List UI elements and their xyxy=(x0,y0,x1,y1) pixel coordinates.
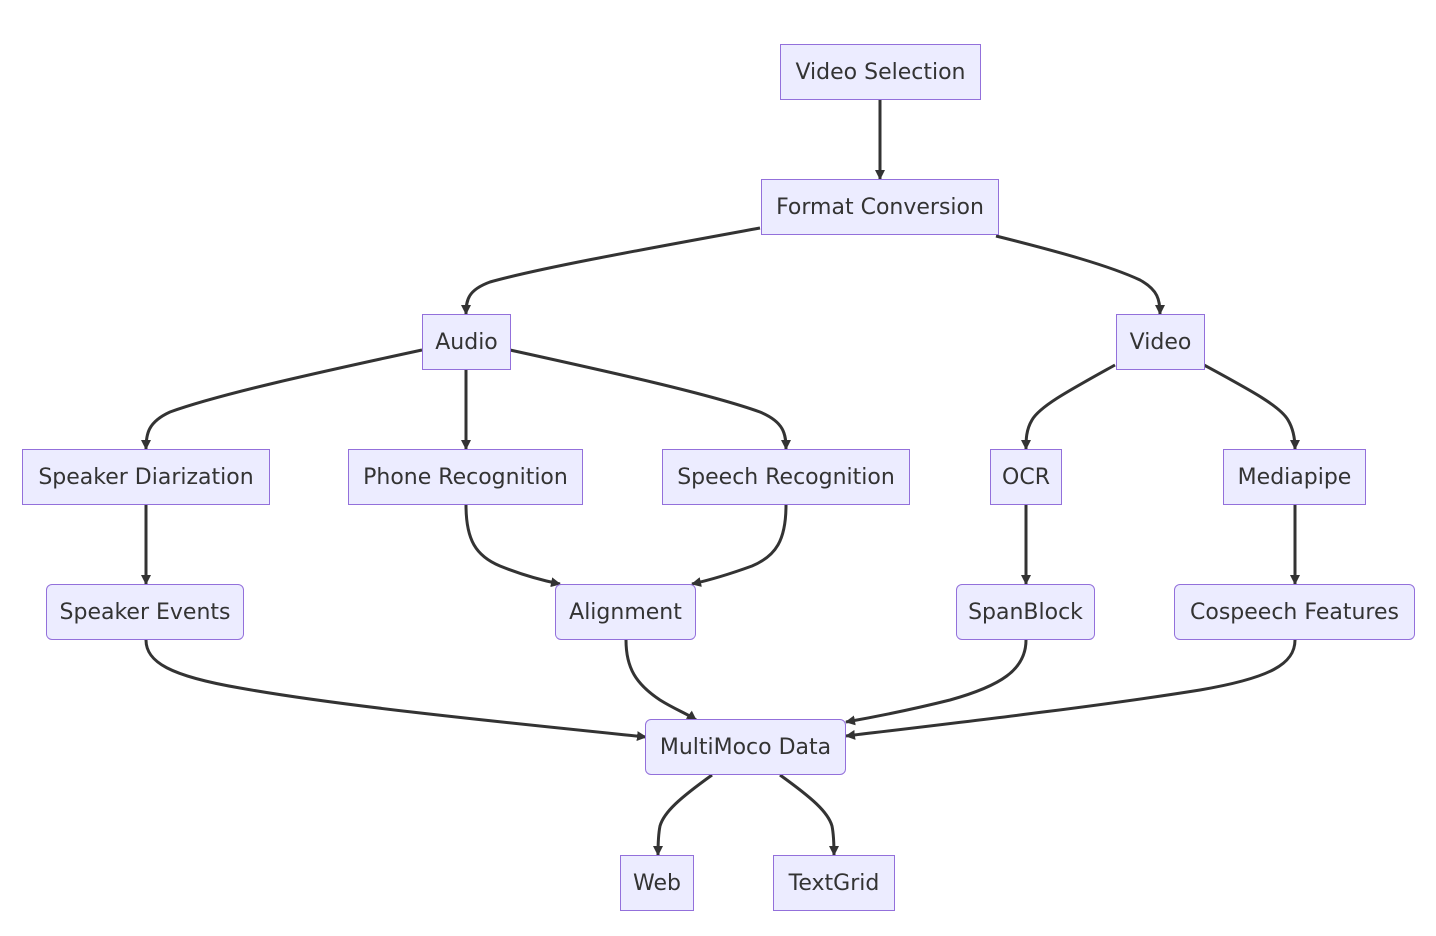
node-web: Web xyxy=(620,855,694,911)
edge-phone-recognition-to-alignment xyxy=(464,504,561,588)
node-speech-recognition: Speech Recognition xyxy=(662,449,910,505)
node-spanblock: SpanBlock xyxy=(956,584,1095,640)
edge-multimoco-data-to-textgrid xyxy=(779,773,839,856)
edge-speech-recognition-to-alignment xyxy=(691,504,788,587)
node-cospeech-features: Cospeech Features xyxy=(1174,584,1415,640)
edge-audio-to-speaker-diarization xyxy=(141,348,423,450)
edge-speaker-events-to-multimoco-data xyxy=(144,639,647,742)
node-speaker-diarization: Speaker Diarization xyxy=(22,449,270,505)
node-speaker-events: Speaker Events xyxy=(46,584,244,640)
node-video-selection: Video Selection xyxy=(780,44,981,100)
edge-multimoco-data-to-web xyxy=(653,773,713,856)
node-format-conversion: Format Conversion xyxy=(761,179,999,235)
node-audio: Audio xyxy=(422,314,511,370)
edge-cospeech-features-to-multimoco-data xyxy=(845,639,1297,740)
edge-spanblock-to-multimoco-data xyxy=(845,639,1028,726)
node-textgrid: TextGrid xyxy=(773,855,895,911)
node-mediapipe: Mediapipe xyxy=(1223,449,1366,505)
node-alignment: Alignment xyxy=(555,584,696,640)
node-video: Video xyxy=(1116,314,1205,370)
edge-audio-to-speech-recognition xyxy=(509,348,791,450)
node-phone-recognition: Phone Recognition xyxy=(348,449,583,505)
edge-alignment-to-multimoco-data xyxy=(624,639,697,722)
node-ocr: OCR xyxy=(990,449,1062,505)
edge-video-to-mediapipe xyxy=(1203,363,1300,450)
edge-video-to-ocr xyxy=(1021,363,1116,450)
edge-format-conversion-to-video xyxy=(995,234,1165,315)
edge-format-conversion-to-audio xyxy=(461,226,761,315)
node-multimoco-data: MultiMoco Data xyxy=(645,719,846,775)
